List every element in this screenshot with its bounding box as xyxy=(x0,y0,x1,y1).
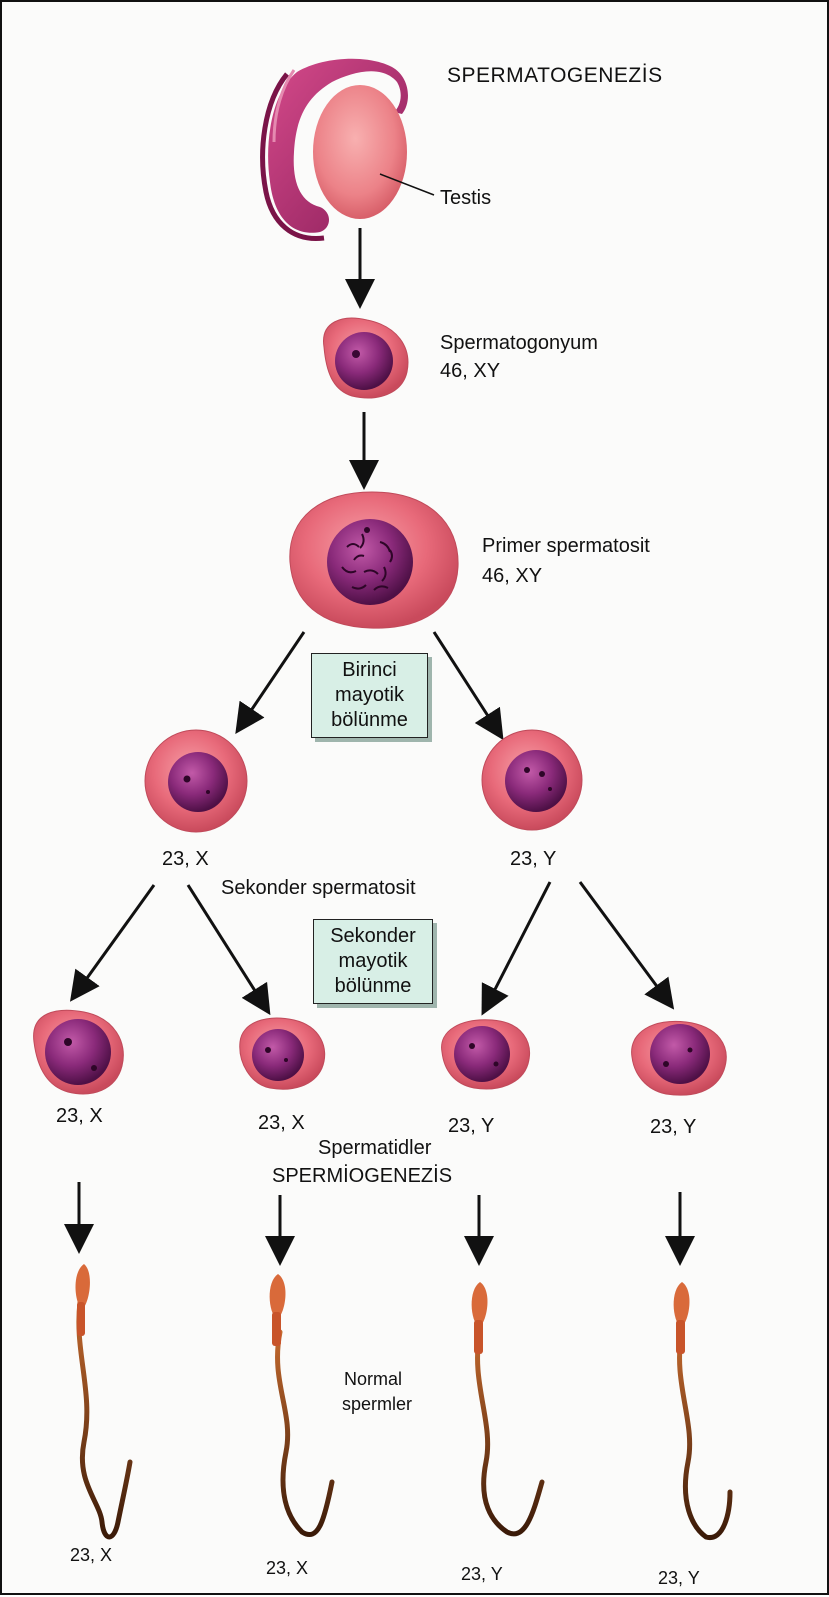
testis xyxy=(313,85,407,219)
sperm-4-karyotype: 23, Y xyxy=(658,1567,700,1590)
normal-sperm-line-1: Normal xyxy=(344,1368,402,1391)
spermatid-4 xyxy=(632,1021,727,1095)
spermatogonium-name: Spermatogonyum xyxy=(440,330,598,356)
spermatid-2 xyxy=(240,1018,325,1089)
meiosis-2-line-2: mayotik xyxy=(318,949,428,974)
sperm-3-karyotype: 23, Y xyxy=(461,1563,503,1586)
sperm-1-karyotype: 23, X xyxy=(70,1544,112,1567)
spermatid-name: Spermatidler xyxy=(318,1135,431,1161)
arrow-secondary-right-to-spermatid-3 xyxy=(487,882,550,1005)
arrow-secondary-left-to-spermatid-2 xyxy=(188,885,264,1005)
spermatid-1 xyxy=(34,1010,124,1094)
normal-sperm-line-2: spermler xyxy=(342,1393,412,1416)
arrow-primary-to-secondary-right xyxy=(434,632,497,730)
secondary-right-karyotype: 23, Y xyxy=(510,846,556,872)
arrow-primary-to-secondary-left xyxy=(242,632,304,724)
spermatogonium-karyotype: 46, XY xyxy=(440,358,500,384)
meiosis-2-line-3: bölünme xyxy=(318,974,428,999)
spermiogenesis-label: SPERMİOGENEZİS xyxy=(272,1163,452,1189)
secondary-left-karyotype: 23, X xyxy=(162,846,209,872)
meiosis-1-box: Birinci mayotik bölünme xyxy=(311,653,428,738)
arrow-secondary-left-to-spermatid-1 xyxy=(77,885,154,992)
meiosis-2-box: Sekonder mayotik bölünme xyxy=(313,919,433,1004)
primary-spermatocyte-name: Primer spermatosit xyxy=(482,533,650,559)
diagram-title: SPERMATOGENEZİS xyxy=(447,62,663,89)
spermatid-4-karyotype: 23, Y xyxy=(650,1114,696,1140)
meiosis-1-line-3: bölünme xyxy=(316,708,423,733)
spermatogonium-nucleus xyxy=(335,332,393,390)
secondary-spermatocyte-name: Sekonder spermatosit xyxy=(221,875,416,901)
arrow-secondary-right-to-spermatid-4 xyxy=(580,882,667,1000)
primary-nucleus xyxy=(327,519,413,605)
sperm-4 xyxy=(674,1282,730,1538)
spermatid-3 xyxy=(442,1020,530,1089)
meiosis-1-line-1: Birinci xyxy=(316,658,423,683)
sperm-1 xyxy=(76,1264,131,1537)
sperm-2 xyxy=(270,1274,332,1535)
spermatid-3-karyotype: 23, Y xyxy=(448,1113,494,1139)
sperm-3 xyxy=(472,1282,542,1534)
secondary-spermatocyte-right xyxy=(482,730,582,830)
testis-illustration xyxy=(263,59,434,239)
primary-spermatocyte-cell xyxy=(290,492,458,628)
meiosis-2-line-1: Sekonder xyxy=(318,924,428,949)
spermatogonium-cell xyxy=(324,318,408,398)
secondary-spermatocyte-left xyxy=(145,730,247,832)
meiosis-1-line-2: mayotik xyxy=(316,683,423,708)
primary-spermatocyte-karyotype: 46, XY xyxy=(482,563,542,589)
spermatid-2-karyotype: 23, X xyxy=(258,1110,305,1136)
sperm-2-karyotype: 23, X xyxy=(266,1557,308,1580)
spermatid-1-karyotype: 23, X xyxy=(56,1103,103,1129)
testis-label: Testis xyxy=(440,185,491,211)
